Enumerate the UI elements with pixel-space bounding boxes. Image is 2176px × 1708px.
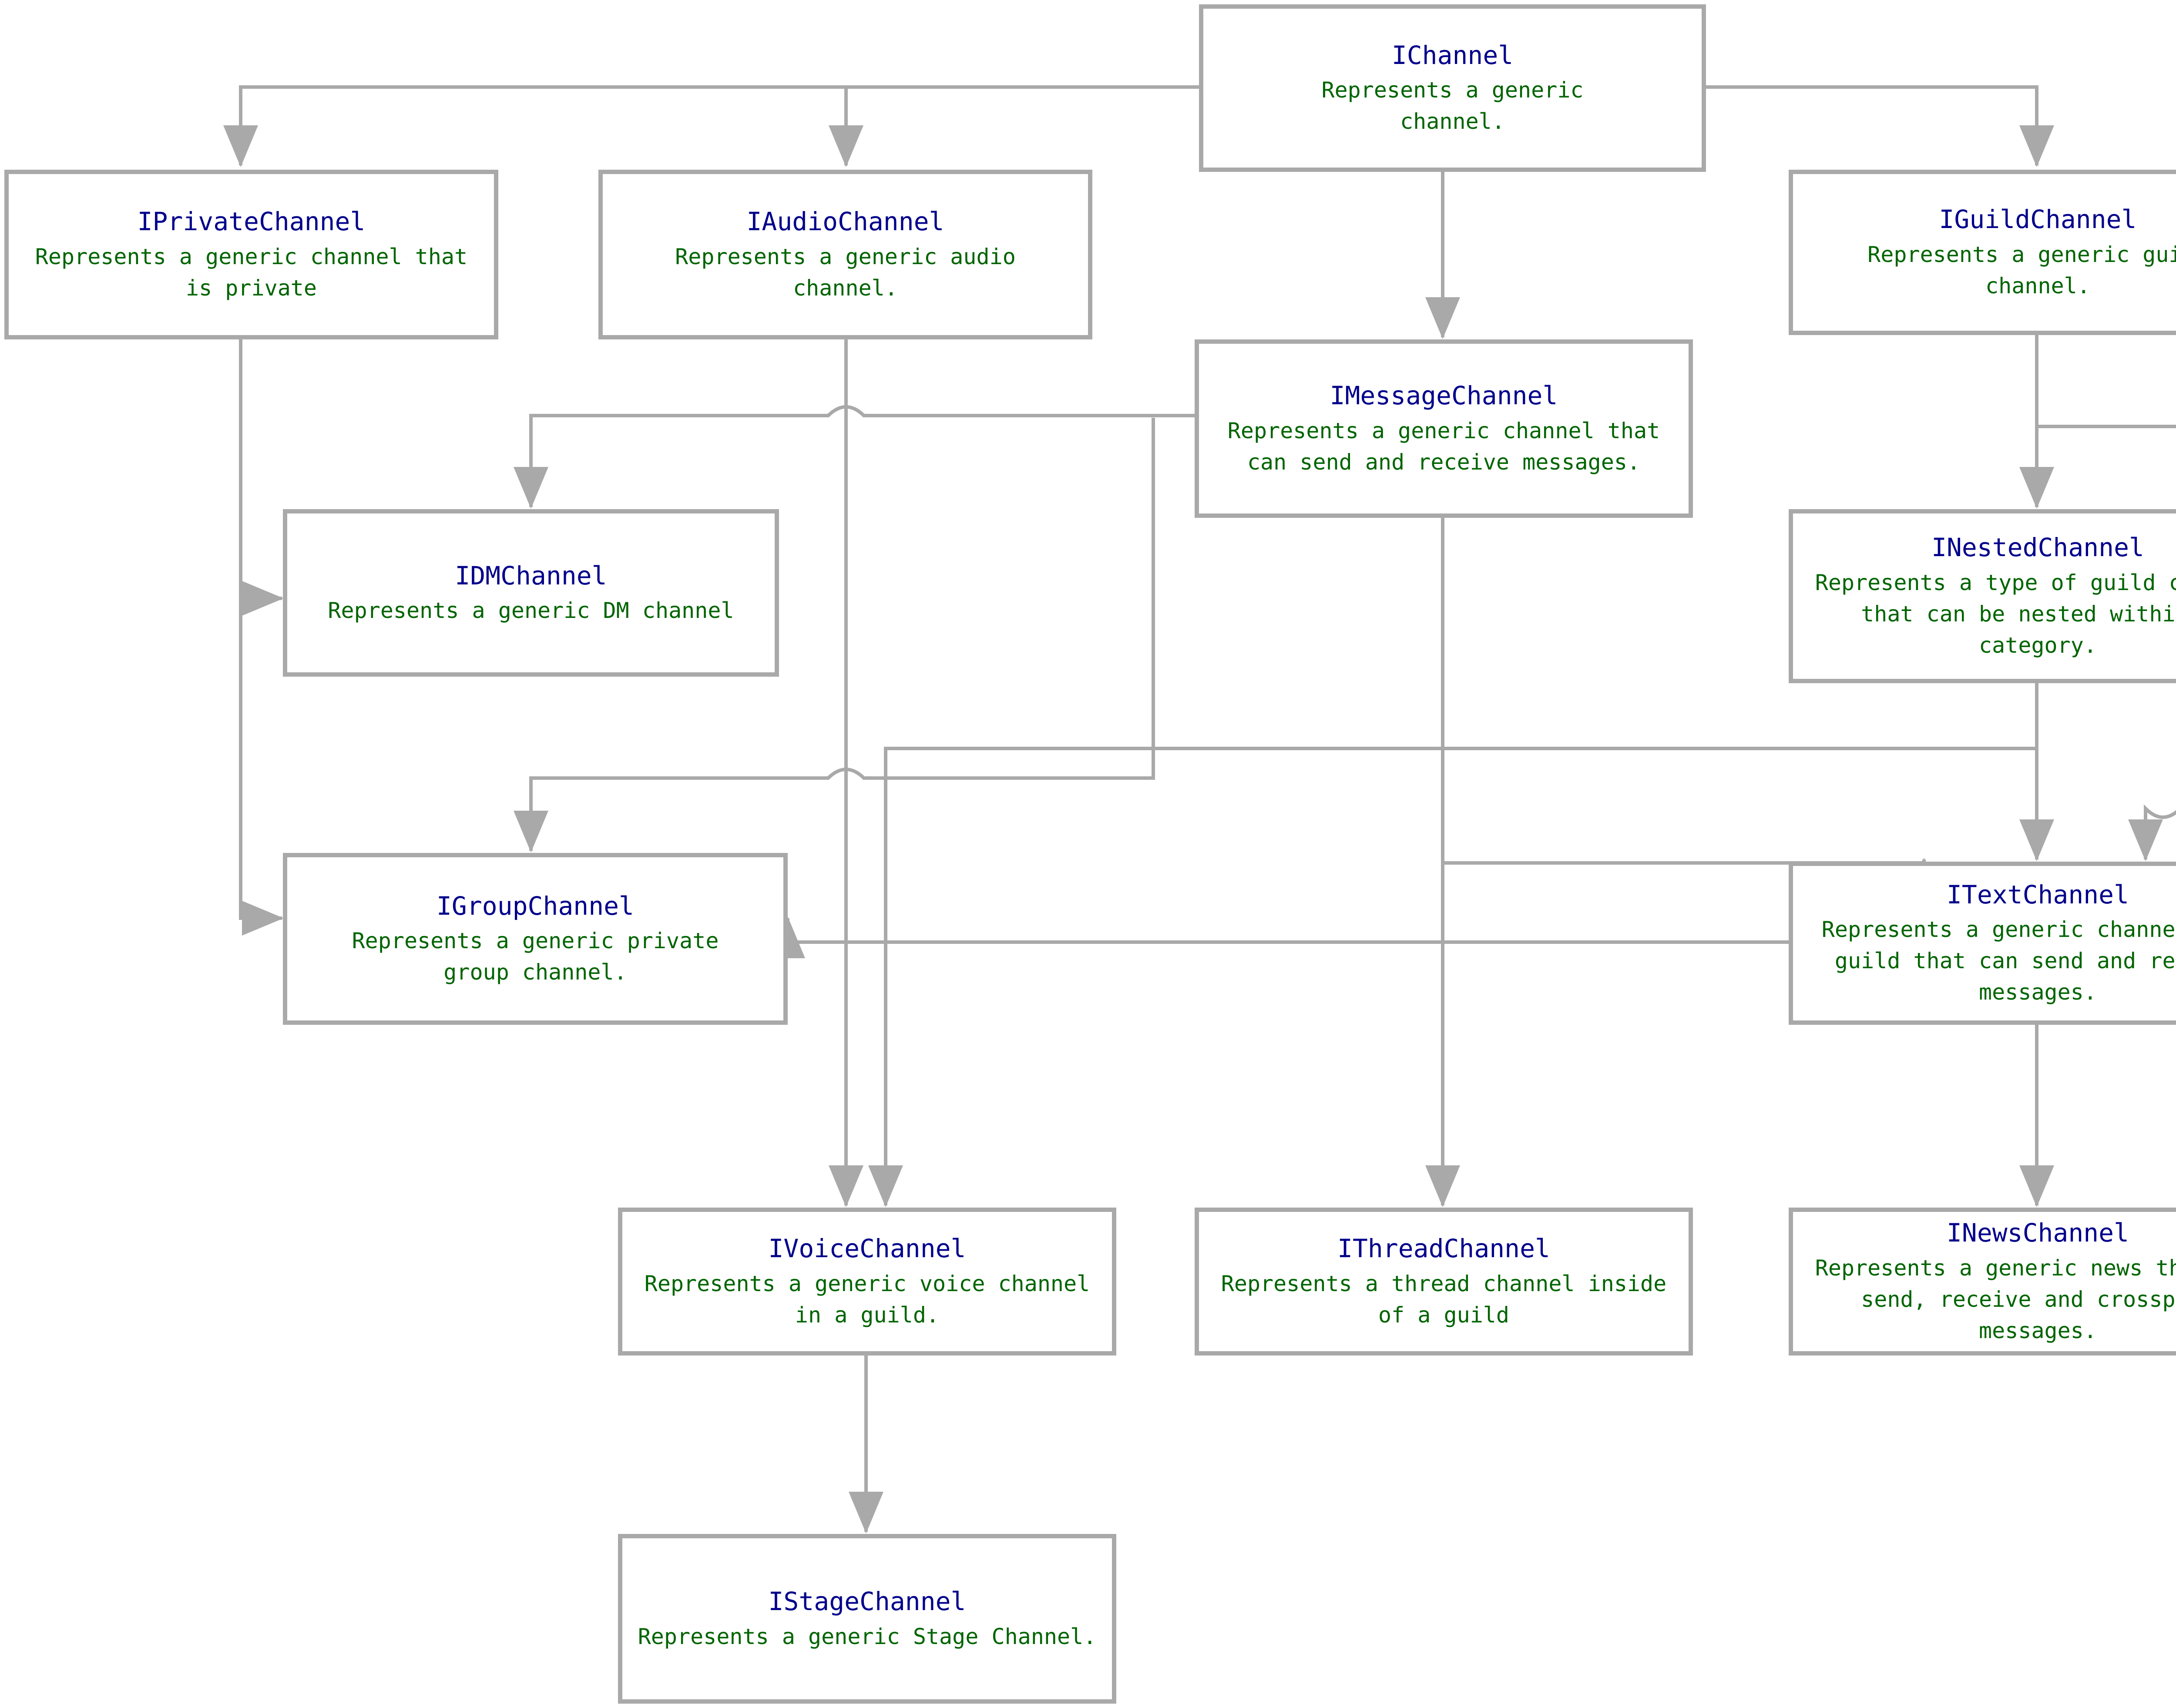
node-ithreadchannel[interactable]: IThreadChannel Represents a thread chann… — [1195, 1208, 1693, 1356]
node-title: IChannel — [1391, 40, 1514, 70]
node-description: Represents a generic audio channel. — [675, 244, 1016, 301]
node-title: ITextChannel — [1946, 879, 2129, 909]
node-iprivatechannel[interactable]: IPrivateChannel Represents a generic cha… — [4, 170, 498, 339]
node-title: IGroupChannel — [437, 891, 634, 921]
node-title: IGuildChannel — [1939, 205, 2137, 235]
node-iaudiochannel[interactable]: IAudioChannel Represents a generic audio… — [598, 170, 1092, 339]
node-imessagechannel[interactable]: IMessageChannel Represents a generic cha… — [1195, 339, 1693, 518]
node-description: Represents a generic private group chann… — [352, 928, 719, 985]
node-description: Represents a generic Stage Channel. — [638, 1624, 1097, 1649]
node-title: IAudioChannel — [746, 207, 944, 237]
node-title: IMessageChannel — [1330, 381, 1558, 411]
edge-iprivatechannel-idmchannel — [239, 339, 284, 616]
node-idmchannel[interactable]: IDMChannel Represents a generic DM chann… — [283, 509, 779, 677]
node-itextchannel[interactable]: ITextChannel Represents a generic channe… — [1789, 862, 2176, 1025]
node-igroupchannel[interactable]: IGroupChannel Represents a generic priva… — [283, 853, 788, 1025]
node-iguildchannel[interactable]: IGuildChannel Represents a generic guild… — [1789, 170, 2176, 335]
node-title: IDMChannel — [455, 560, 607, 591]
node-ichannel[interactable]: IChannel Represents a generic channel. — [1199, 4, 1706, 172]
edge-iprivatechannel-igroupchannel — [239, 339, 284, 936]
edge-imessagechannel-itextchannel — [1441, 518, 1941, 899]
node-title: IThreadChannel — [1337, 1234, 1550, 1264]
edge-imessagechannel-idmchannel — [514, 405, 1199, 509]
node-title: INewsChannel — [1946, 1218, 2129, 1248]
node-inestedchannel[interactable]: INestedChannel Represents a type of guil… — [1789, 509, 2176, 683]
edge-inestedchannel-ivoicechannel — [868, 683, 2038, 1207]
node-description: Represents a generic channel that can se… — [1227, 418, 1660, 475]
node-description: Represents a type of guild channel that … — [1815, 570, 2176, 658]
node-description: Represents a generic channel in a guild … — [1821, 917, 2176, 1005]
node-description: Represents a generic DM channel — [328, 598, 734, 624]
node-description: Represents a thread channel inside of a … — [1221, 1271, 1667, 1328]
node-title: INestedChannel — [1931, 533, 2144, 563]
node-title: IVoiceChannel — [768, 1234, 966, 1264]
node-istagechannel[interactable]: IStageChannel Represents a generic Stage… — [618, 1534, 1116, 1704]
node-description: Represents a generic news that can send,… — [1815, 1255, 2176, 1343]
node-ivoicechannel[interactable]: IVoiceChannel Represents a generic voice… — [618, 1208, 1116, 1356]
edge-iguildchannel-iintegrationchannel — [2035, 335, 2176, 428]
edge-ichannel-iprivatechannel — [223, 85, 1199, 167]
node-title: IStageChannel — [768, 1587, 966, 1617]
edge-ichannel-iguildchannel — [1706, 85, 2054, 167]
node-description: Represents a generic guild channel. — [1867, 242, 2176, 299]
edge-ichannel-iaudiochannel — [829, 85, 1199, 167]
node-description: Represents a generic voice channel in a … — [644, 1271, 1090, 1328]
edge-itextchannel-igroupchannel — [770, 916, 1793, 958]
node-title: IPrivateChannel — [137, 207, 366, 237]
node-description: Represents a generic channel that is pri… — [35, 244, 468, 301]
node-inewschannel[interactable]: INewsChannel Represents a generic news t… — [1789, 1208, 2176, 1356]
edge-iintegrationchannel-itextchannel — [2128, 804, 2176, 861]
node-description: Represents a generic channel. — [1321, 77, 1584, 134]
